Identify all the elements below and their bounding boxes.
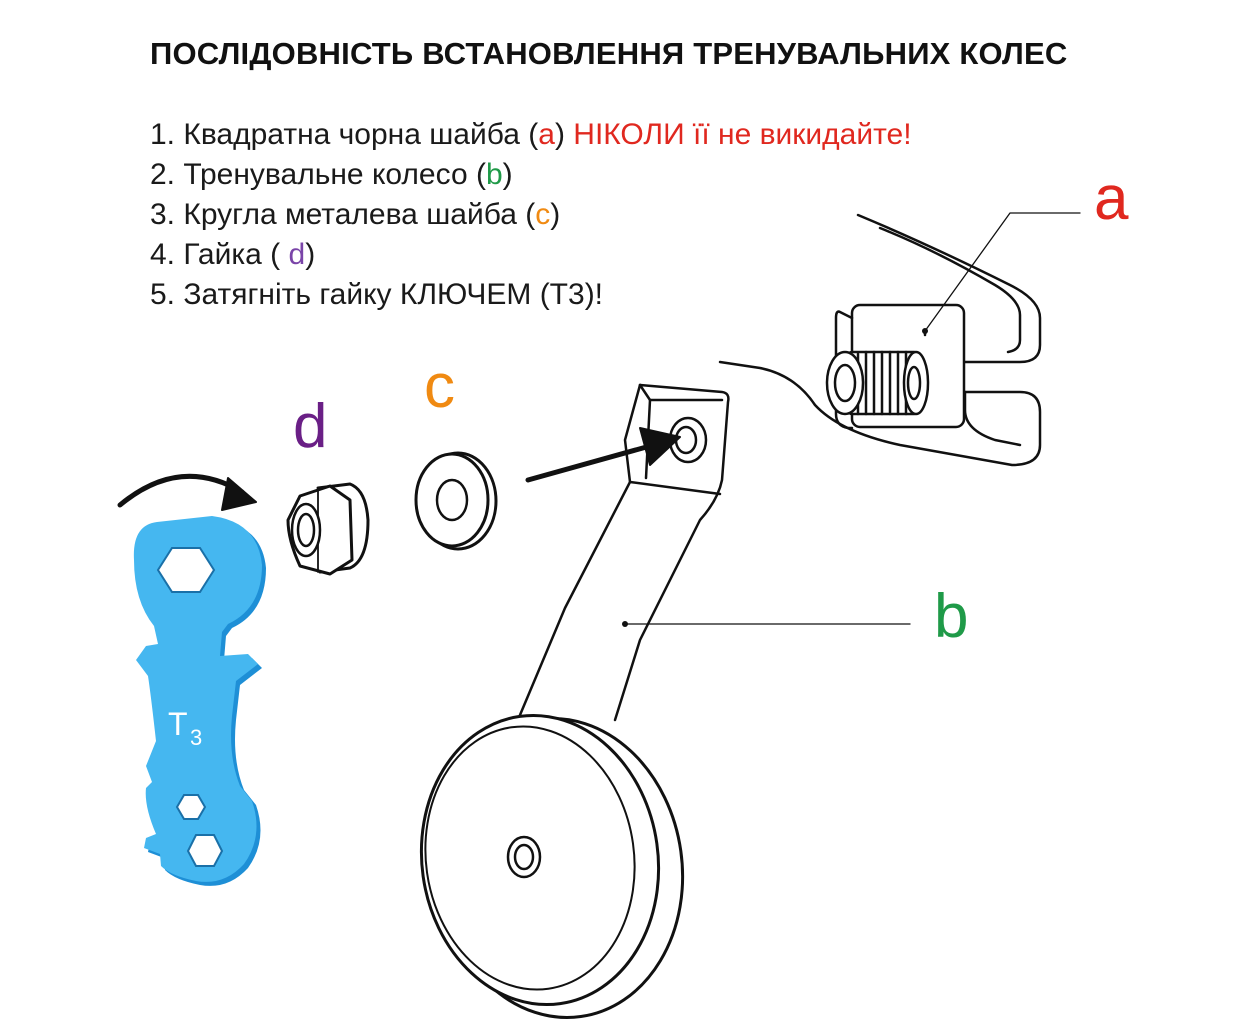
label-a: a xyxy=(1094,164,1129,233)
label-d: d xyxy=(293,392,328,461)
round-washer xyxy=(414,451,498,551)
step-5: 5. Затягніть гайку КЛЮЧЕМ (Т3)! xyxy=(150,278,604,311)
training-wheel xyxy=(419,713,685,1020)
leader-line-a xyxy=(924,212,1081,332)
hex-nut xyxy=(286,482,370,576)
training-wheel-arm xyxy=(518,383,730,722)
page-title: ПОСЛІДОВНІСТЬ ВСТАНОВЛЕННЯ ТРЕНУВАЛЬНИХ … xyxy=(150,36,1068,71)
step-2: 2. Тренувальне колесо (b) xyxy=(150,158,513,191)
steps-list: 1. Квадратна чорна шайба (a) НІКОЛИ її н… xyxy=(150,115,912,315)
wrench-label: T xyxy=(168,706,188,742)
label-b: b xyxy=(934,582,969,651)
wrench-icon: T 3 xyxy=(133,516,266,886)
step-3: 3. Кругла металева шайба (c) xyxy=(150,198,561,231)
bolt xyxy=(825,350,930,416)
wrench-label-sub: 3 xyxy=(190,725,202,750)
step-4: 4. Гайка ( d) xyxy=(150,238,316,271)
label-c: c xyxy=(424,352,455,421)
warning-text: НІКОЛИ її не викидайте! xyxy=(564,118,912,151)
rotate-arrow-icon xyxy=(117,473,257,511)
step-1: 1. Квадратна чорна шайба (a) НІКОЛИ її н… xyxy=(150,118,912,151)
insert-arrow-icon xyxy=(525,427,681,483)
